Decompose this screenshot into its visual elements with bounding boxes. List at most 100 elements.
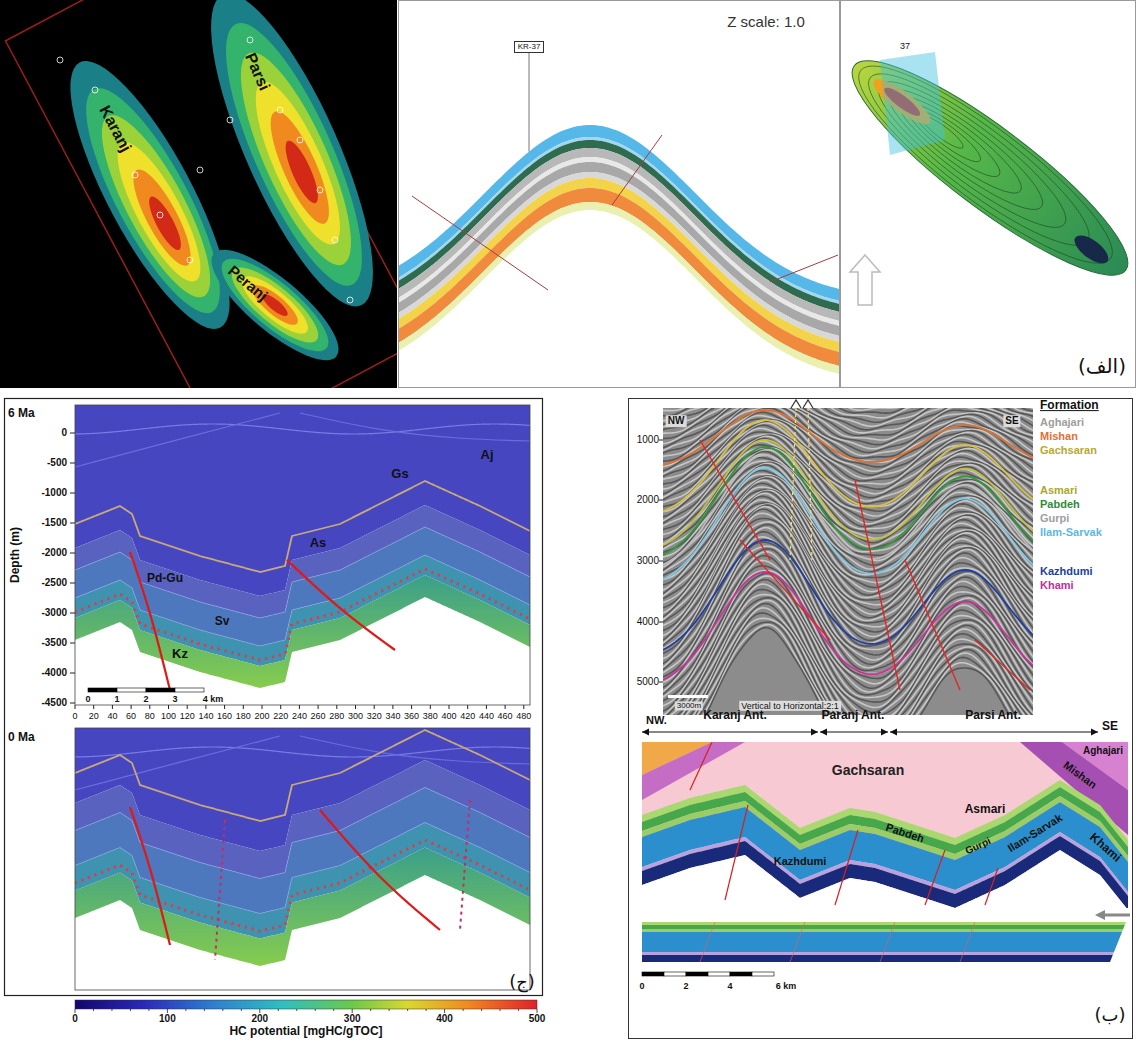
well-marker bbox=[247, 37, 253, 43]
label-text: -2500 bbox=[41, 577, 67, 589]
seismic-reflector bbox=[663, 589, 1033, 715]
axis-tick bbox=[262, 705, 263, 709]
well-marker bbox=[57, 57, 63, 63]
fault-line bbox=[925, 850, 945, 905]
label-text: 240 bbox=[292, 711, 307, 721]
axis-tick bbox=[70, 493, 75, 494]
label-text: Ilam-Sarvak bbox=[1040, 526, 1102, 539]
surface-line bbox=[75, 747, 530, 757]
axis-tick bbox=[505, 705, 506, 709]
up-arrow bbox=[850, 255, 880, 305]
anticline-zone bbox=[240, 73, 356, 254]
fault-line bbox=[287, 560, 395, 650]
color-bar-tick bbox=[370, 1009, 371, 1011]
anticline-zone bbox=[83, 103, 229, 310]
basin-model bbox=[75, 405, 530, 690]
label-text: Sv bbox=[215, 615, 230, 629]
seismic-section bbox=[663, 408, 1033, 715]
label-text: 0 Ma bbox=[8, 731, 35, 745]
undeformed-layer bbox=[642, 929, 1123, 932]
label-text: -4000 bbox=[41, 667, 67, 679]
scale-bar bbox=[175, 688, 204, 692]
axis-tick bbox=[430, 705, 431, 709]
fault-line bbox=[412, 196, 548, 290]
scale-bar bbox=[88, 688, 117, 692]
label-text: Parsi bbox=[241, 50, 274, 93]
label-text: Paranj Ant. bbox=[822, 709, 885, 723]
fault-line bbox=[700, 922, 715, 962]
label-text: 300 bbox=[348, 711, 363, 721]
label-text: 140 bbox=[198, 711, 213, 721]
label-text: 5000 bbox=[637, 676, 659, 688]
color-bar-tick bbox=[167, 1009, 168, 1013]
label-text: 180 bbox=[236, 711, 251, 721]
panel-frame bbox=[629, 399, 1133, 1039]
anticline-zone bbox=[123, 163, 200, 273]
label-text: -1500 bbox=[41, 517, 67, 529]
anticline bbox=[197, 234, 353, 377]
label-text: -500 bbox=[47, 457, 67, 469]
axis-tick bbox=[131, 705, 132, 709]
color-bar-tick bbox=[130, 1009, 131, 1011]
undeformed-layer bbox=[642, 925, 1125, 929]
extent-arrow bbox=[642, 731, 818, 732]
axis-tick bbox=[224, 705, 225, 709]
fault-line bbox=[612, 135, 662, 205]
label-text: Asmari bbox=[1040, 484, 1077, 497]
map-background bbox=[0, 0, 397, 388]
scale-bar bbox=[664, 972, 686, 976]
label-text: Gachsaran bbox=[832, 762, 904, 778]
label-text: 6 Ma bbox=[8, 407, 35, 421]
axis-tick bbox=[149, 705, 150, 709]
well-name: KR-37 bbox=[518, 43, 541, 52]
scale-bar bbox=[752, 972, 774, 976]
label-text: NW bbox=[666, 415, 687, 427]
fault-line bbox=[985, 868, 998, 905]
label-text: 0 bbox=[61, 427, 67, 439]
label-text: Z scale: 1.0 bbox=[727, 13, 805, 30]
anticline bbox=[181, 0, 397, 324]
horizon-line bbox=[300, 413, 530, 441]
seismic-reflector bbox=[663, 600, 1033, 715]
color-bar-tick bbox=[389, 1009, 390, 1011]
axis-tick bbox=[486, 705, 487, 709]
label-text: Pd-Gu bbox=[147, 572, 183, 586]
label-text: -2000 bbox=[41, 547, 67, 559]
label-text: Gs bbox=[391, 467, 408, 482]
axis-tick bbox=[374, 705, 375, 709]
label-text: Pabdeh bbox=[1040, 498, 1080, 511]
layer-boundary bbox=[75, 788, 530, 879]
seismic-reflector bbox=[663, 618, 1033, 715]
section-plane bbox=[880, 52, 945, 155]
surface bbox=[841, 34, 1135, 303]
fault-line bbox=[740, 540, 830, 640]
axis-tick bbox=[70, 673, 75, 674]
plot-box bbox=[75, 728, 530, 990]
label-text: Formation bbox=[1040, 399, 1099, 413]
anticline-zone bbox=[181, 0, 397, 324]
label-text: Aghajari bbox=[1040, 416, 1084, 429]
label-text: (الف) bbox=[1078, 355, 1126, 378]
label-text: 4 km bbox=[203, 694, 224, 704]
seismic-reflector bbox=[663, 625, 1033, 715]
label-text: 440 bbox=[479, 711, 494, 721]
anticline-section bbox=[399, 125, 839, 375]
surface-group bbox=[841, 34, 1135, 305]
axis-tick bbox=[411, 705, 412, 709]
axis-tick bbox=[280, 705, 281, 709]
axis-tick bbox=[659, 682, 663, 683]
well-marker bbox=[317, 187, 323, 193]
label-text: 4 bbox=[727, 981, 732, 991]
color-bar-tick bbox=[352, 1009, 353, 1013]
horizon-line bbox=[75, 736, 280, 790]
axis-tick bbox=[318, 705, 319, 709]
well-marker bbox=[277, 107, 283, 113]
well-path bbox=[529, 52, 530, 152]
color-bar-tick bbox=[537, 1009, 538, 1013]
label-text: 280 bbox=[329, 711, 344, 721]
label-text: 3 bbox=[172, 694, 177, 704]
label-text: Aj bbox=[481, 448, 494, 463]
label-text: 360 bbox=[404, 711, 419, 721]
label-text: 0 bbox=[72, 711, 77, 721]
scale-bar bbox=[730, 972, 752, 976]
